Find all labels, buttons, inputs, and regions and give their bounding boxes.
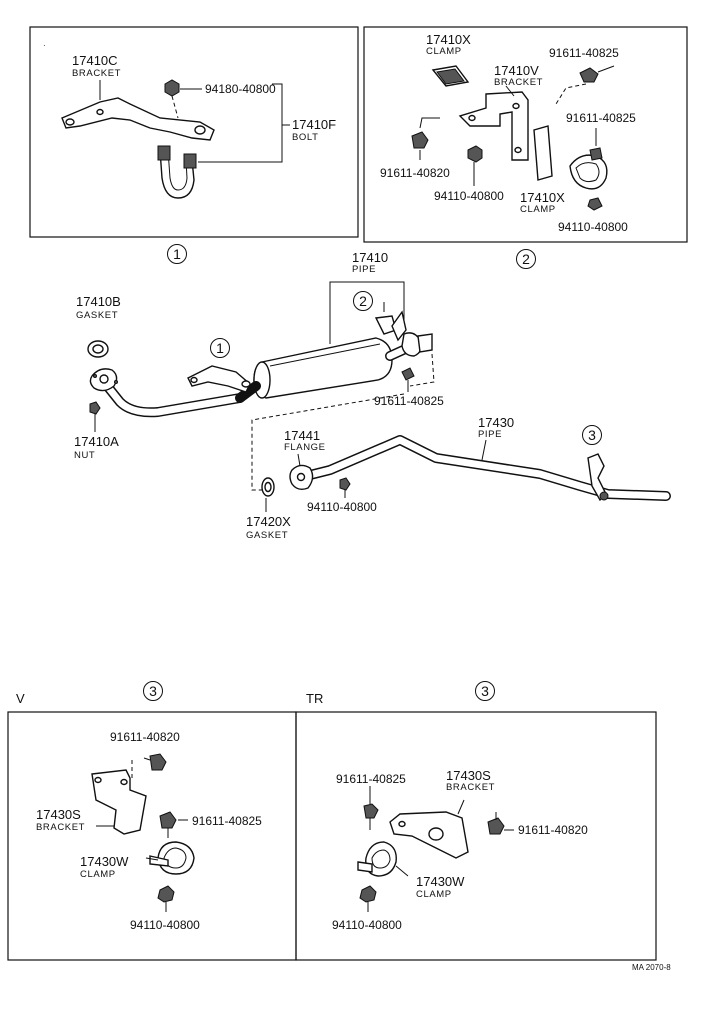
gasket-bottom-label: GASKET	[246, 530, 288, 541]
callout-circle-1	[167, 244, 187, 264]
front-pipe-drawing	[89, 368, 245, 418]
box-tr-circle	[475, 681, 495, 701]
nut-a-drawing	[467, 145, 483, 186]
gasket-top-label: GASKET	[76, 310, 118, 321]
gasket-top-part: 17410B	[76, 294, 121, 309]
box-v-bracket-part: 17430S	[36, 807, 81, 822]
box-v-title: V	[16, 691, 25, 706]
gasket-bottom-drawing	[261, 477, 275, 497]
flange-17441-part: 17441	[284, 428, 320, 443]
nut-94180-drawing	[164, 79, 202, 119]
bolt-main-part: 91611-40825	[374, 394, 444, 408]
box-v-nut-part: 94110-40800	[130, 918, 200, 932]
nut-a-part: 94110-40800	[434, 189, 504, 203]
nut-main-drawing	[339, 477, 351, 491]
diagram-code: MA 2070-8	[632, 963, 671, 972]
box-v-circle-number: 3	[149, 683, 157, 699]
bolt-main-drawing	[401, 367, 415, 381]
flange-17441-label: FLANGE	[284, 442, 326, 453]
bolt-a-part: 91611-40825	[549, 46, 619, 60]
callout-number-main-2: 2	[359, 293, 367, 309]
box-v-circle	[143, 681, 163, 701]
gasket-bottom-part: 17420X	[246, 514, 291, 529]
clamp-bottom-part: 17410X	[520, 190, 565, 205]
box-tr-bolt-b-part: 91611-40820	[518, 823, 588, 837]
bracket-17410v-label: BRACKET	[494, 77, 543, 88]
box-tr-title: TR	[306, 691, 323, 706]
tail-pipe-part: 17430	[478, 415, 514, 430]
box-v-bolt-a-part: 91611-40820	[110, 730, 180, 744]
bracket-17410c-part: 17410C	[72, 53, 118, 68]
bolt-c-drawing	[411, 117, 440, 160]
bolt-17410f-label: BOLT	[292, 132, 319, 143]
front-hanger-drawing	[187, 365, 251, 393]
box-v-bracket-label: BRACKET	[36, 822, 85, 833]
bolt-b-part: 91611-40825	[566, 111, 636, 125]
box-tr-circle-number: 3	[481, 683, 489, 699]
clamp-top-drawing	[431, 65, 470, 87]
nut-17410a-label: NUT	[74, 450, 95, 461]
detail-box-v: 91611-40820 17430S BRACKET 91611-40825 1…	[7, 711, 297, 961]
callout-number-main-3: 3	[588, 427, 596, 443]
box-tr-bracket-label: BRACKET	[446, 782, 495, 793]
callout-circle-main-3	[582, 425, 602, 445]
box-tr-nut-part: 94110-40800	[332, 918, 402, 932]
bolt-17410f-part: 17410F	[292, 117, 336, 132]
nut-main-part: 94110-40800	[307, 500, 377, 514]
svg-text:·: ·	[43, 41, 46, 50]
clamp-top-label: CLAMP	[426, 46, 462, 57]
bracket-17410v-part: 17410V	[494, 63, 539, 78]
bracket-17410c-label: BRACKET	[72, 68, 121, 79]
tail-pipe-drawing	[289, 435, 671, 502]
bracket-17410v-drawing	[458, 85, 529, 161]
clamp-top-part: 17410X	[426, 32, 471, 47]
clamp-bottom-drawing	[533, 125, 608, 211]
box-tr-clamp-label: CLAMP	[416, 889, 452, 900]
nut-17410a-part: 17410A	[74, 434, 119, 449]
gasket-top-drawing	[87, 340, 109, 358]
callout-circle-main-2	[353, 291, 373, 311]
box-v-clamp-label: CLAMP	[80, 869, 116, 880]
detail-box-tr: 91611-40825 17430S BRACKET 91611-40820 1…	[295, 711, 657, 961]
clamp-bottom-label: CLAMP	[520, 204, 556, 215]
box-tr-clamp-part: 17430W	[416, 874, 465, 889]
callout-number-1: 1	[173, 246, 181, 262]
pipe-17410-part: 17410	[352, 250, 388, 265]
nut-17410a-drawing	[89, 401, 101, 415]
callout-number-main-1: 1	[216, 340, 224, 356]
bolt-c-part: 91611-40820	[380, 166, 450, 180]
bolt-a-drawing	[555, 65, 615, 105]
rear-hanger-drawing	[374, 302, 407, 342]
box-tr-bolt-a-part: 91611-40825	[336, 772, 406, 786]
callout-circle-2	[516, 249, 536, 269]
box-v-clamp-part: 17430W	[80, 854, 129, 869]
bracket-17410c-drawing	[61, 80, 215, 141]
box-tr-bracket-part: 17430S	[446, 768, 491, 783]
box-v-bolt-b-part: 91611-40825	[192, 814, 262, 828]
tail-pipe-label: PIPE	[478, 429, 502, 440]
callout-number-2: 2	[522, 251, 530, 267]
muffler-drawing	[235, 332, 433, 403]
main-assembly: 17410 PIPE	[74, 250, 671, 541]
pipe-17410-label: PIPE	[352, 264, 376, 275]
callout-circle-main-1	[210, 338, 230, 358]
nut-b-part: 94110-40800	[558, 220, 628, 234]
detail-box-2: 17410X CLAMP 91611-40825 17410V BRACKET …	[363, 26, 688, 243]
detail-box-1: · 17410C BRACKET 94180-40800 17410F B	[29, 26, 359, 238]
u-bolt-17410f-drawing	[157, 83, 290, 199]
nut-94180-part: 94180-40800	[205, 82, 276, 96]
